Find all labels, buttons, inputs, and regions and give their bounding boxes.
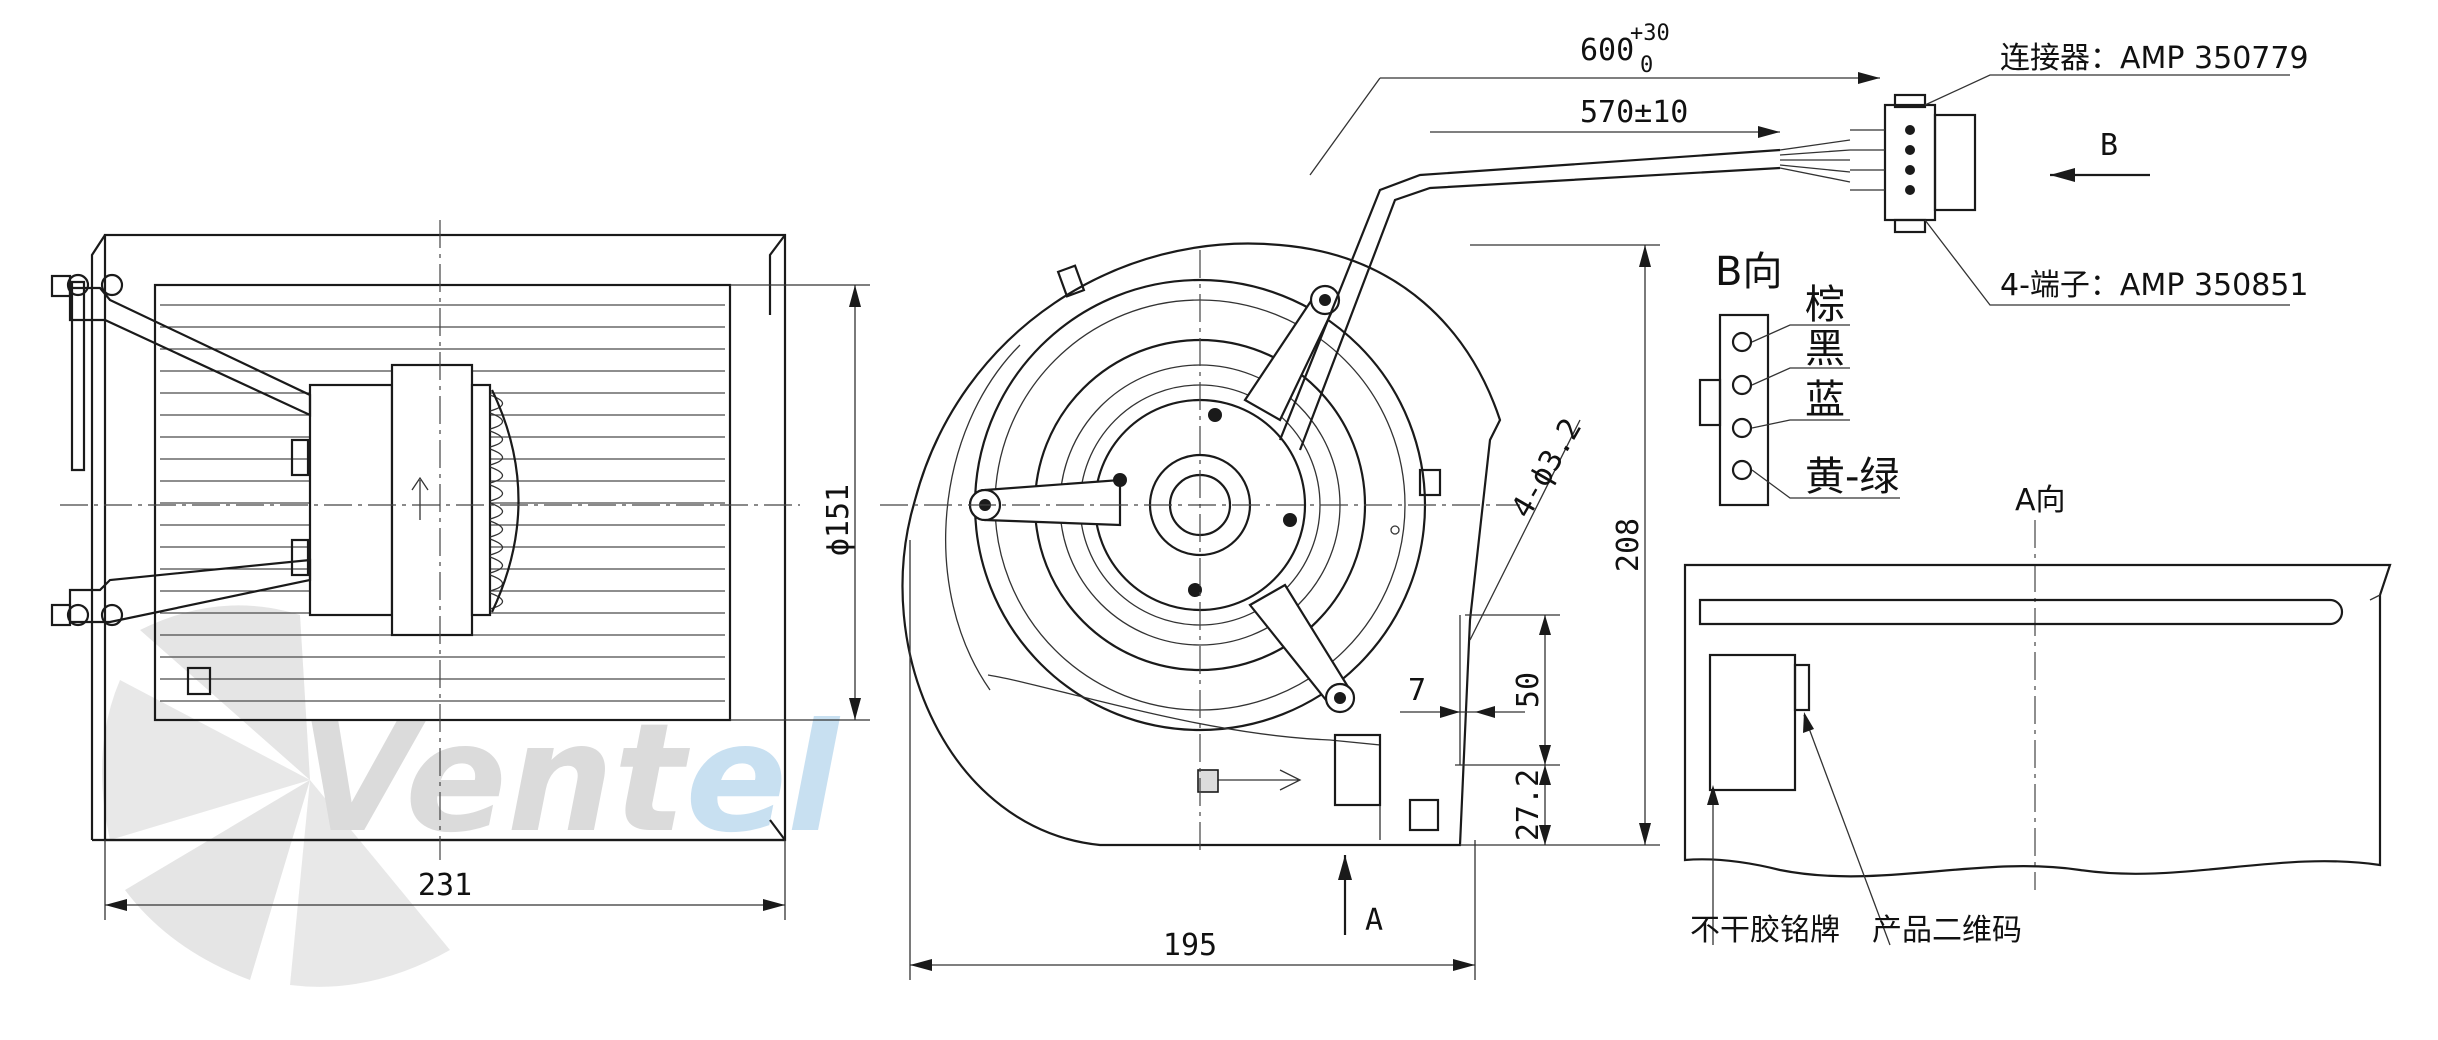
dim-cable-long-lower: 0 <box>1640 53 1653 78</box>
motor-rib <box>489 574 504 592</box>
view-b-title: B向 <box>1715 249 1782 295</box>
dim-front-diameter: ϕ151 <box>821 484 856 556</box>
dim-cable-long: 600 <box>1580 33 1634 68</box>
nameplate-sticker <box>1708 653 1797 792</box>
front-bracket-bottom <box>68 558 312 624</box>
side-cable <box>1278 148 1781 441</box>
dim-side-offset-7: 7 <box>1408 673 1426 708</box>
front-motor-plate <box>308 383 394 617</box>
view-a-outline <box>1683 563 2392 878</box>
side-scroll-housing <box>901 242 1502 847</box>
view-a: A向 不干胶铭牌 产品二维码 <box>1683 483 2392 948</box>
motor-rib <box>489 484 504 502</box>
motor-rib <box>489 556 504 574</box>
view-a-arrow-label: A <box>1365 903 1383 938</box>
connector-label: 连接器：AMP 350779 <box>2000 41 2309 76</box>
dim-front-width: 231 <box>418 868 472 903</box>
front-motor-body <box>470 383 492 617</box>
view-a-title: A向 <box>2015 483 2066 518</box>
view-b-arrow-label: B <box>2100 128 2118 163</box>
front-motor-flange <box>390 363 474 637</box>
motor-rib <box>489 538 504 556</box>
motor-rib <box>489 394 504 412</box>
wire-color-4: 黄-绿 <box>1805 454 1899 500</box>
dim-cable-short: 570±10 <box>1580 95 1688 130</box>
dim-side-width: 195 <box>1163 928 1217 963</box>
connector <box>1850 93 1977 234</box>
front-view: ϕ151 231 <box>50 220 870 920</box>
dim-holes: 4-ϕ3.2 <box>1505 413 1589 524</box>
qr-code-label: 产品二维码 <box>1872 913 2022 948</box>
side-view: 208 50 27.2 7 4-ϕ3.2 195 A 600 <box>880 21 2309 980</box>
nameplate-label: 不干胶铭牌 <box>1690 913 1840 948</box>
dim-side-offset-50: 50 <box>1511 672 1546 708</box>
motor-rib <box>489 520 504 538</box>
motor-rib <box>489 466 504 484</box>
dim-side-height: 208 <box>1611 518 1646 572</box>
motor-rib <box>489 448 504 466</box>
dim-cable-long-upper: +30 <box>1630 21 1670 46</box>
wire-color-3: 蓝 <box>1805 377 1845 423</box>
view-b: B向 棕 黑 蓝 黄-绿 <box>1698 249 1900 507</box>
terminal-label: 4-端子：AMP 350851 <box>2000 268 2308 303</box>
front-motor-ribs <box>489 394 504 610</box>
dim-side-offset-27: 27.2 <box>1511 769 1546 841</box>
front-impeller-drum <box>153 283 732 722</box>
qr-code-sticker <box>1793 663 1811 712</box>
motor-rib <box>489 412 504 430</box>
front-bracket-top <box>68 286 312 417</box>
motor-rib <box>489 430 504 448</box>
wire-color-1: 棕 <box>1805 282 1845 328</box>
wire-color-2: 黑 <box>1805 326 1845 372</box>
